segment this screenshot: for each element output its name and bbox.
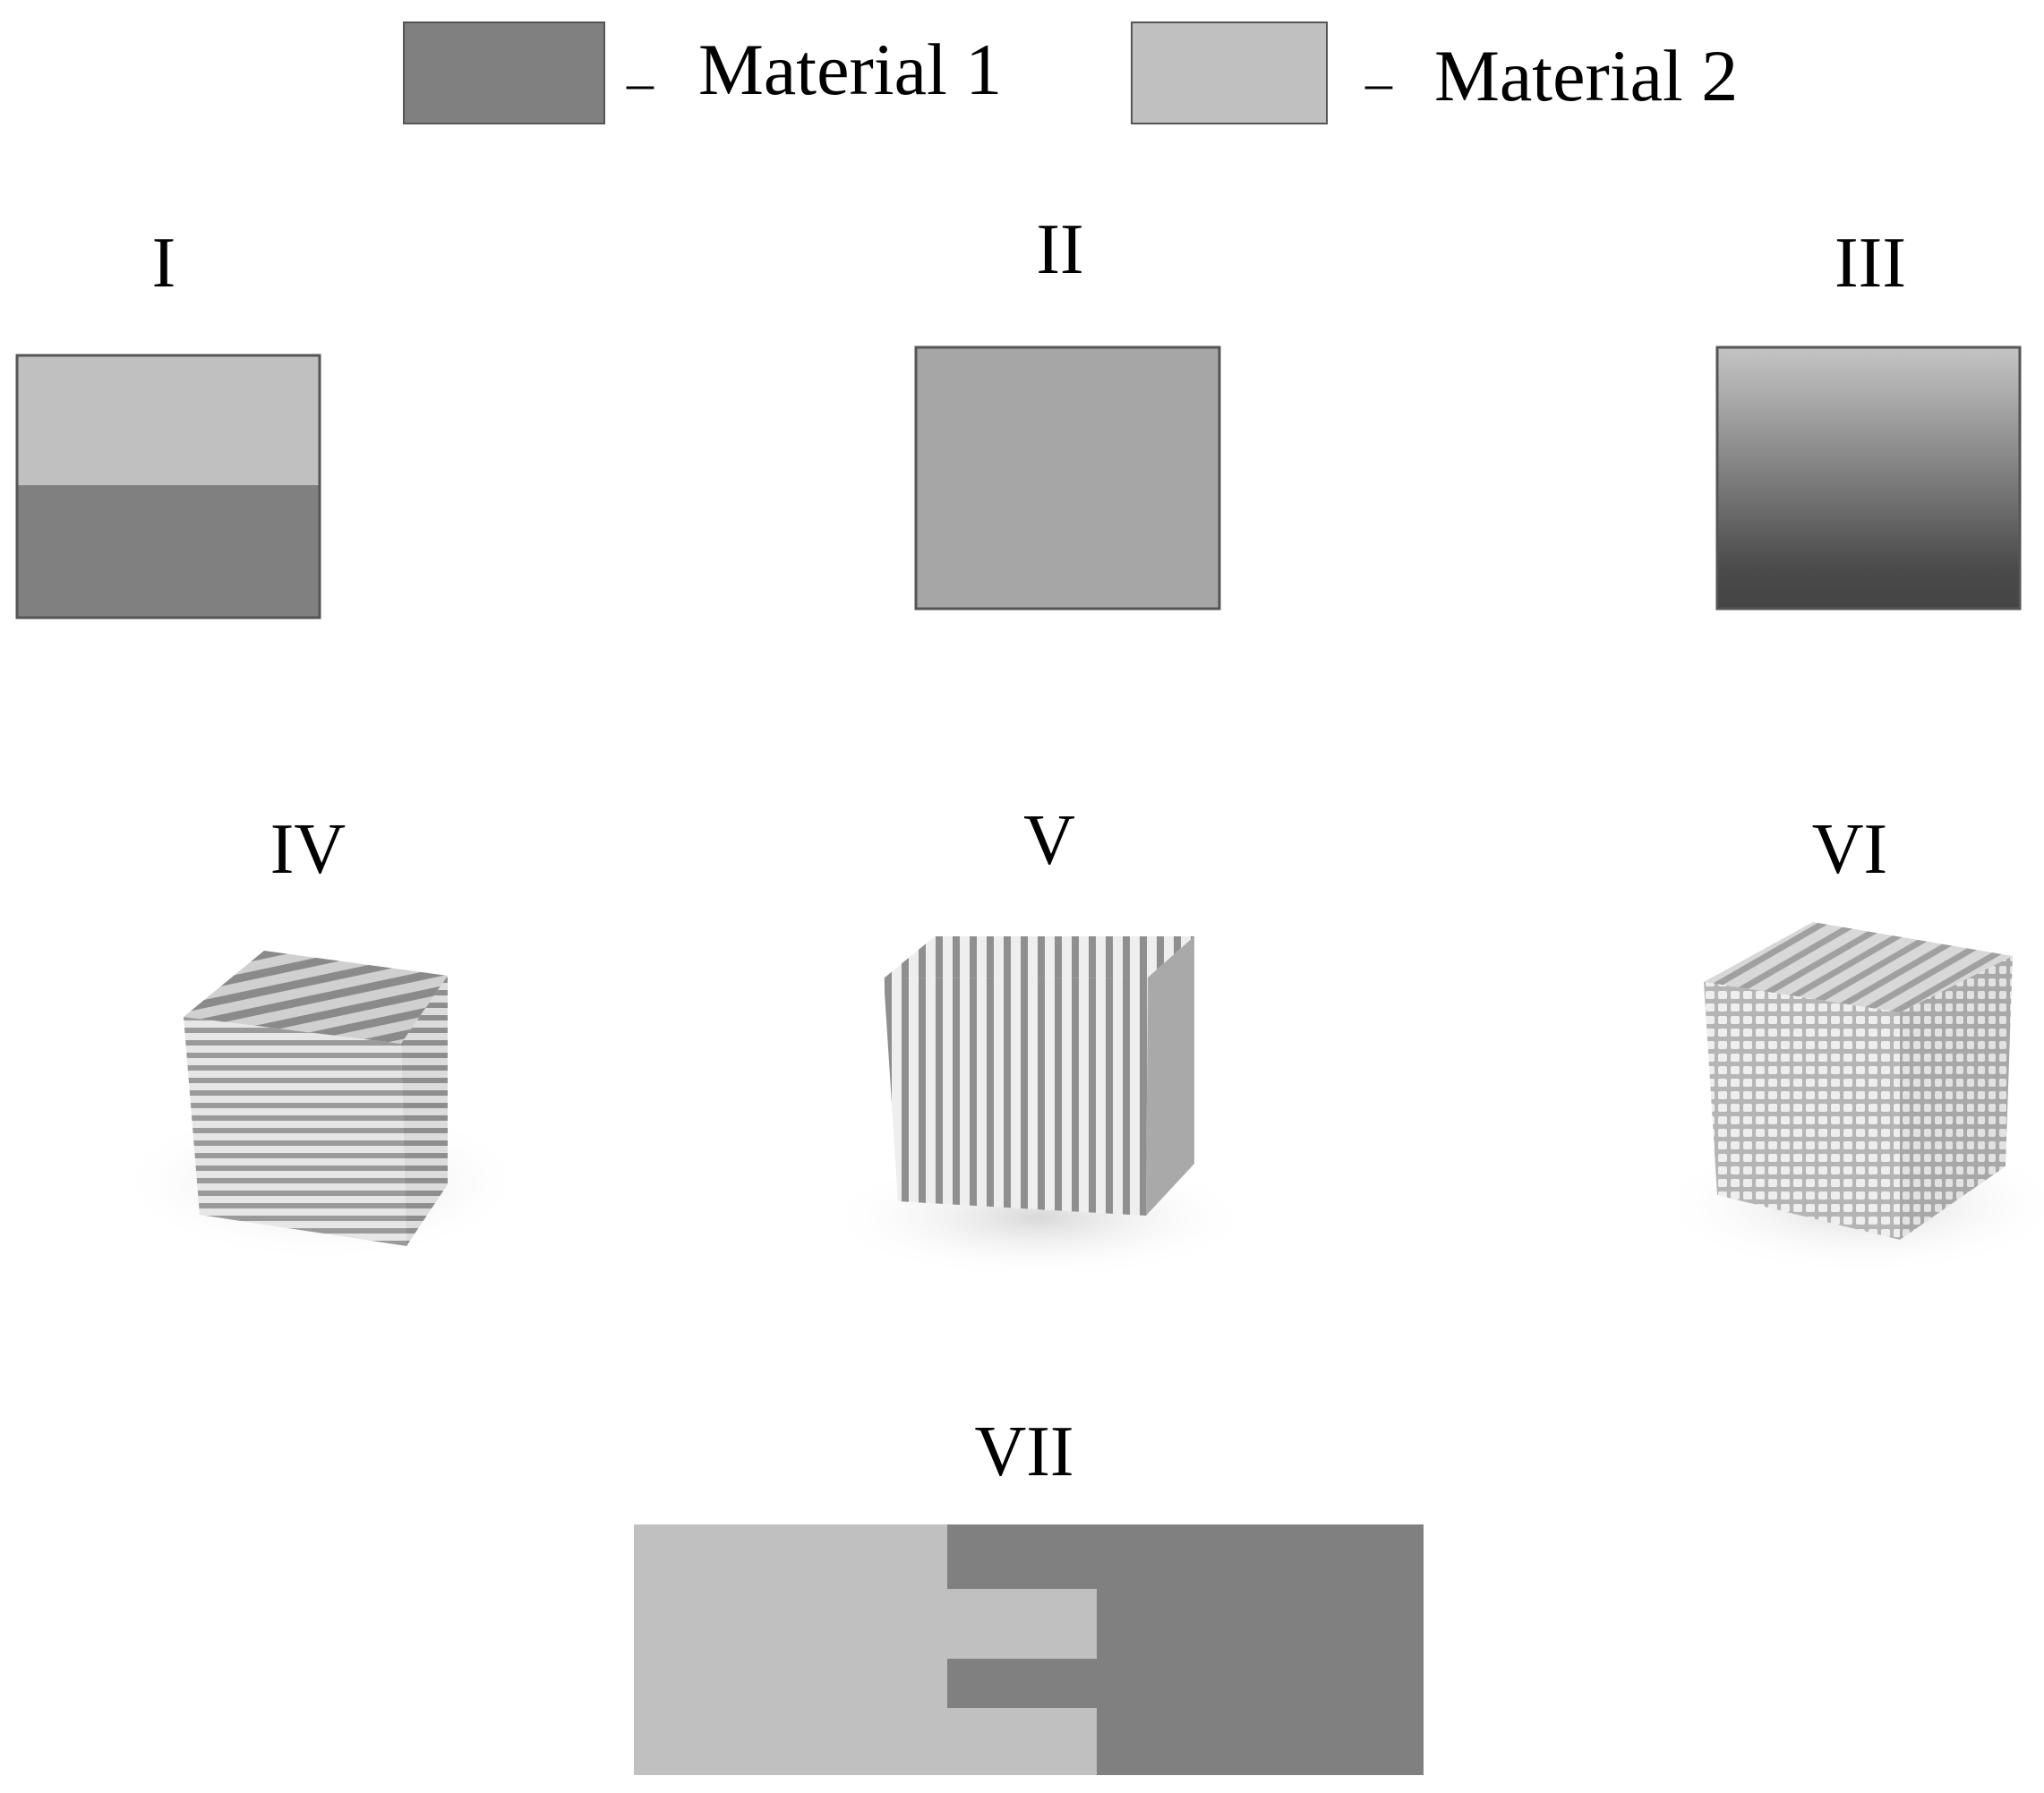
panel-iv-cube-front <box>184 1017 406 1246</box>
panel-i-outline <box>15 354 321 619</box>
panel-vi-cube-side <box>1900 956 2013 1240</box>
legend-swatch-material-2 <box>1131 21 1328 124</box>
panel-v-cube-front <box>884 978 1148 1216</box>
panel-vii-label: VII <box>974 1413 1073 1491</box>
legend-dash-1: – <box>626 53 654 112</box>
panel-ii: II <box>914 210 1221 610</box>
panel-vii-material-1-part <box>947 1524 1424 1775</box>
panel-iii: III <box>1715 224 2022 610</box>
panel-v: V <box>824 801 1253 1280</box>
panel-ii-label: II <box>1036 210 1083 289</box>
panel-iv-cube-top <box>184 951 448 1044</box>
panel-vi-cube-top <box>1704 922 2013 1012</box>
panel-i-bottom-layer-material-1 <box>17 485 320 618</box>
legend-dash-2: – <box>1364 53 1393 112</box>
legend: – Material 1 – Material 2 <box>403 21 1738 124</box>
panel-v-cube-side <box>1146 936 1194 1216</box>
panel-iv: IV <box>116 810 528 1262</box>
panel-i-top-layer-material-2 <box>17 355 320 485</box>
panel-v-cube-top <box>884 936 1194 978</box>
legend-swatch-material-1 <box>403 21 605 124</box>
panel-iv-label: IV <box>270 810 346 889</box>
panel-iv-cube-side <box>401 976 448 1246</box>
panel-vi: VI <box>1656 810 2044 1276</box>
panel-vi-cube-front <box>1704 982 1900 1240</box>
panel-iii-gradient-block <box>1715 346 2022 610</box>
panel-ii-mixture-block <box>914 346 1221 610</box>
panel-iii-label: III <box>1834 224 1906 303</box>
legend-label-material-1: Material 1 <box>698 29 1002 110</box>
panel-vi-label: VI <box>1812 810 1887 889</box>
panel-i-label: I <box>152 224 176 303</box>
legend-label-material-2: Material 2 <box>1434 35 1738 116</box>
panel-v-label: V <box>1023 801 1075 880</box>
panel-vii: VII <box>634 1413 1424 1775</box>
panel-i: I <box>15 224 321 619</box>
